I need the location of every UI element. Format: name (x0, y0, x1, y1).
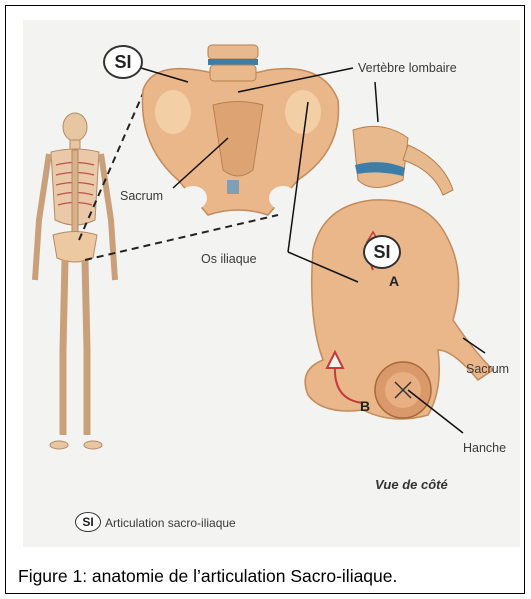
legend-text: Articulation sacro-iliaque (105, 517, 236, 529)
pelvis-front (142, 45, 338, 215)
si-badge-front: SI (103, 45, 143, 79)
si-badge-side: SI (363, 235, 401, 269)
marker-b: B (360, 398, 370, 414)
skeleton-figure (35, 113, 115, 449)
label-vertebre-lombaire: Vertèbre lombaire (358, 62, 457, 75)
label-sacrum-front: Sacrum (120, 190, 163, 203)
label-sacrum-side: Sacrum (466, 363, 509, 376)
legend-si-badge: SI (75, 512, 101, 532)
figure-caption: Figure 1: anatomie de l’articulation Sac… (18, 566, 397, 587)
anatomy-illustration: SI SI Vertèbre lombaire Sacrum Os iliaqu… (23, 20, 520, 547)
figure-frame: SI SI Vertèbre lombaire Sacrum Os iliaqu… (5, 5, 525, 594)
anatomy-drawing (23, 20, 520, 547)
label-hanche: Hanche (463, 442, 506, 455)
marker-a: A (389, 273, 399, 289)
label-os-iliaque: Os iliaque (201, 253, 257, 266)
label-vue-de-cote: Vue de côté (375, 478, 448, 491)
